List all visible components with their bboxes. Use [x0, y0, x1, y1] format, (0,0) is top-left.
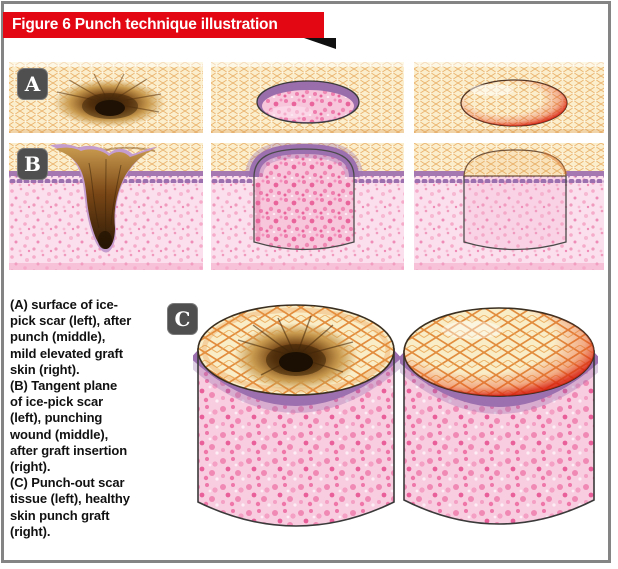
figure-title: Figure 6 Punch technique illustration — [12, 16, 278, 33]
panel-label-c: C — [167, 303, 198, 335]
panel-a-left-ice-pick-scar-surface — [9, 62, 203, 133]
panel-b-right-graft-inserted — [414, 143, 604, 270]
panel-label-a: A — [17, 68, 48, 100]
panel-label-a-text: A — [24, 72, 41, 96]
panel-c-right-healthy-skin-graft — [400, 307, 598, 525]
panel-label-c-text: C — [174, 307, 191, 331]
panel-b-middle-punch-wound — [211, 143, 404, 270]
panel-c-left-punched-scar-tissue — [193, 304, 400, 527]
panel-a-right-elevated-graft — [414, 62, 604, 133]
ribbon-fold-icon — [304, 38, 336, 49]
panel-label-b-text: B — [24, 152, 41, 176]
panel-a-middle-after-punch — [211, 62, 404, 133]
panel-label-b: B — [17, 148, 48, 180]
figure-caption: (A) surface of ice- pick scar (left), af… — [10, 297, 132, 539]
figure-title-bar: Figure 6 Punch technique illustration — [3, 12, 324, 38]
